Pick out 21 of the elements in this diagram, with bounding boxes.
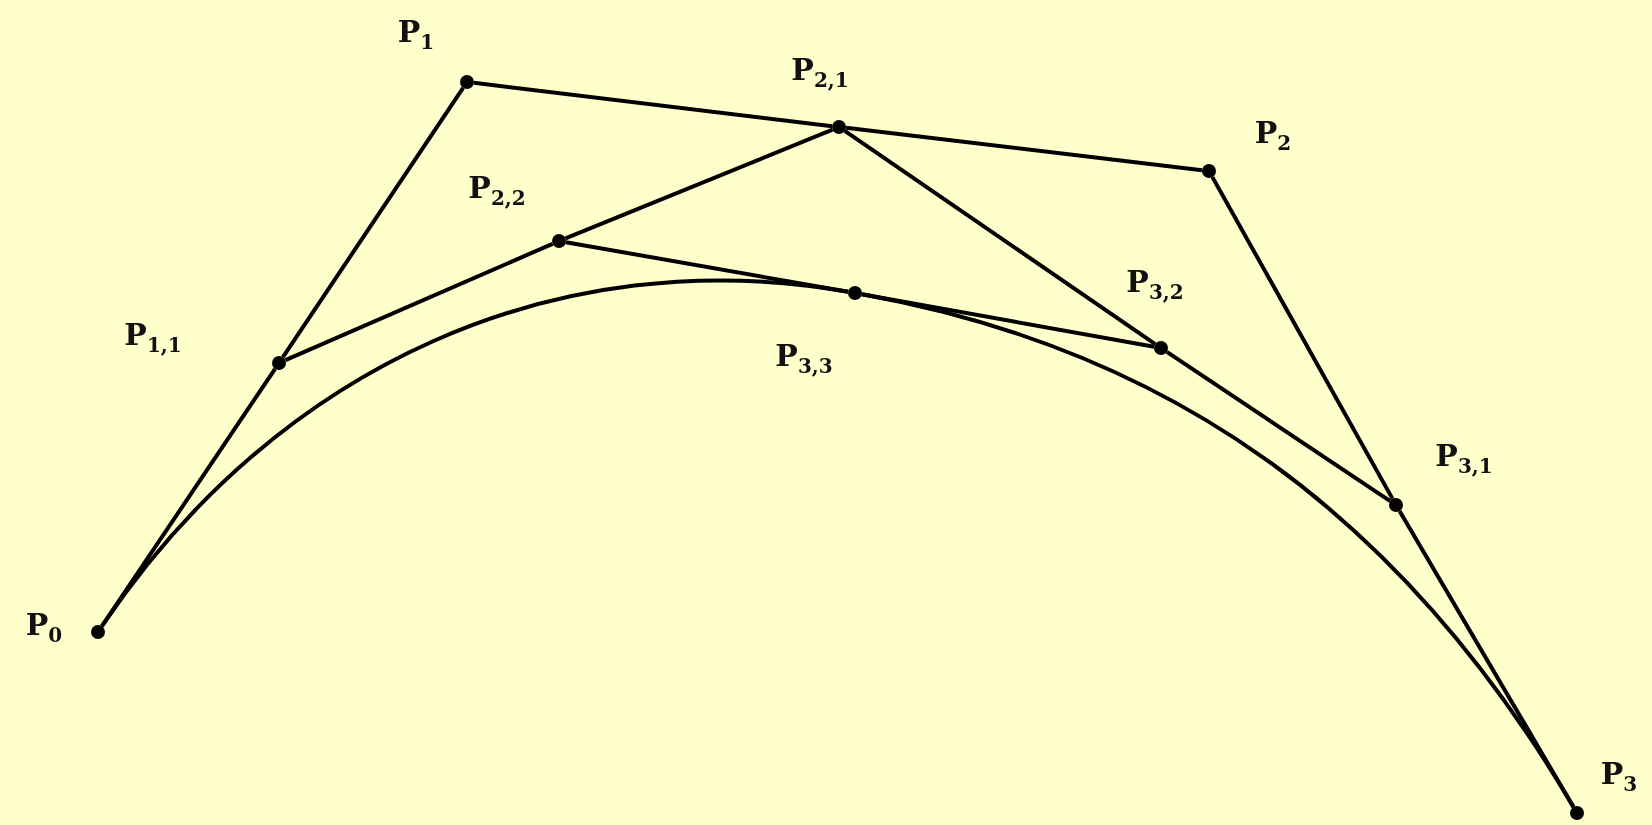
line-segment — [284, 241, 554, 363]
line-segment — [861, 292, 1155, 349]
line-segment — [1165, 350, 1392, 503]
line-segment — [845, 125, 1203, 173]
point-label: P$_{1}$ — [397, 14, 435, 54]
line-segment — [473, 80, 833, 129]
point-label: P$_{2,2}$ — [468, 170, 526, 210]
point-label: P$_{3,1}$ — [1435, 438, 1493, 478]
line-segment — [564, 127, 834, 241]
point-label: P$_{2}$ — [1254, 115, 1292, 155]
curve-segment — [861, 292, 1576, 809]
point-label: P$_{2,1}$ — [791, 52, 849, 92]
point-label: P$_{3}$ — [1600, 756, 1638, 796]
line-segment — [1210, 176, 1395, 500]
point-label: P$_{3,2}$ — [1126, 264, 1184, 304]
point-label: P$_{1,1}$ — [124, 317, 182, 357]
point-label: P$_{3,3}$ — [775, 338, 833, 378]
curve-segment — [100, 278, 849, 628]
point-label: P$_{0}$ — [25, 607, 63, 647]
line-segment — [281, 86, 465, 359]
line-segment — [843, 129, 1157, 346]
